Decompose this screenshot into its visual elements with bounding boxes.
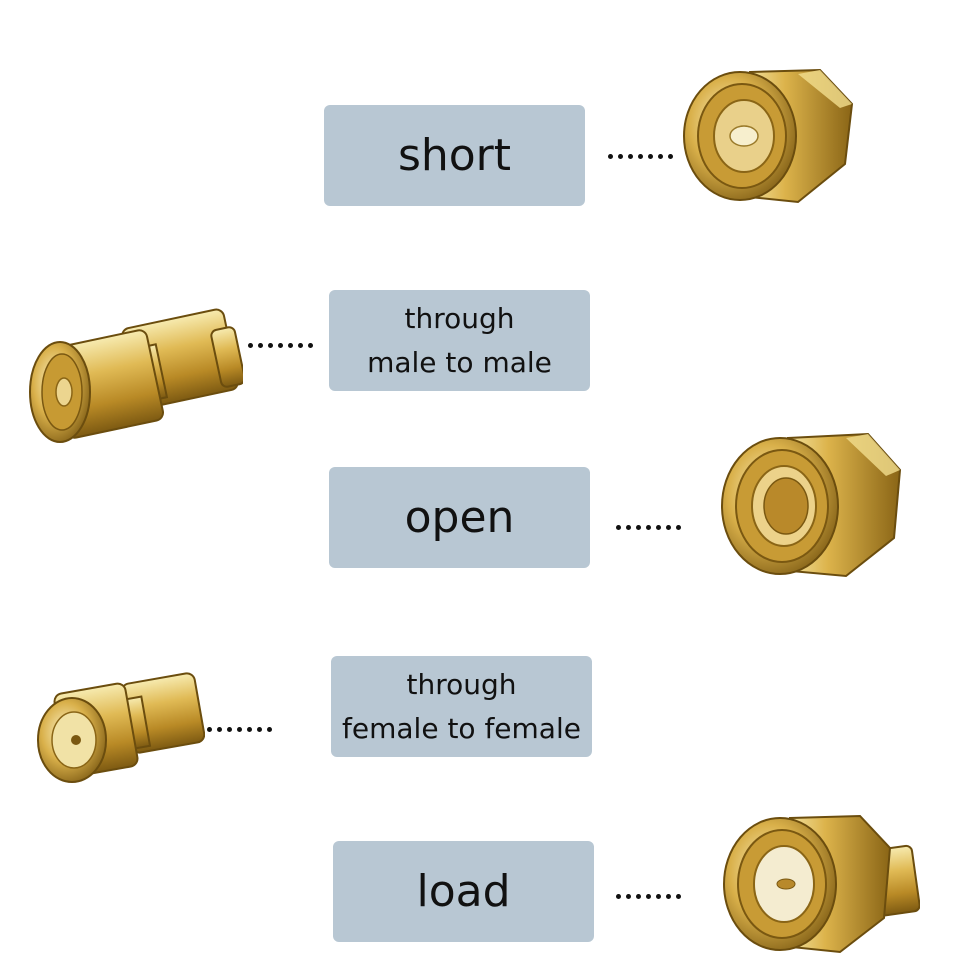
sma-short-cap-icon (680, 64, 855, 209)
label-through-female: through female to female (331, 656, 592, 757)
label-through-male-line2: male to male (367, 345, 552, 379)
dotted-leader-through-male (248, 340, 313, 350)
dotted-leader-open (616, 522, 681, 532)
label-through-female-line1: through (406, 668, 517, 702)
dotted-leader-through-female (207, 724, 272, 734)
sma-open-cap-icon (718, 430, 903, 580)
label-through-male-line1: through (404, 302, 515, 336)
label-open: open (329, 467, 590, 568)
dotted-leader-short (608, 151, 673, 161)
label-through-male: through male to male (329, 290, 590, 391)
sma-male-male-adapter-icon (18, 300, 243, 450)
label-load-text: load (416, 865, 511, 917)
dotted-leader-load (616, 891, 681, 901)
label-through-female-line2: female to female (342, 711, 581, 745)
label-short-text: short (397, 129, 512, 181)
label-short: short (324, 105, 585, 206)
label-load: load (333, 841, 594, 942)
sma-female-female-adapter-icon (30, 660, 205, 790)
sma-load-cap-icon (720, 808, 920, 958)
label-open-text: open (404, 491, 515, 543)
